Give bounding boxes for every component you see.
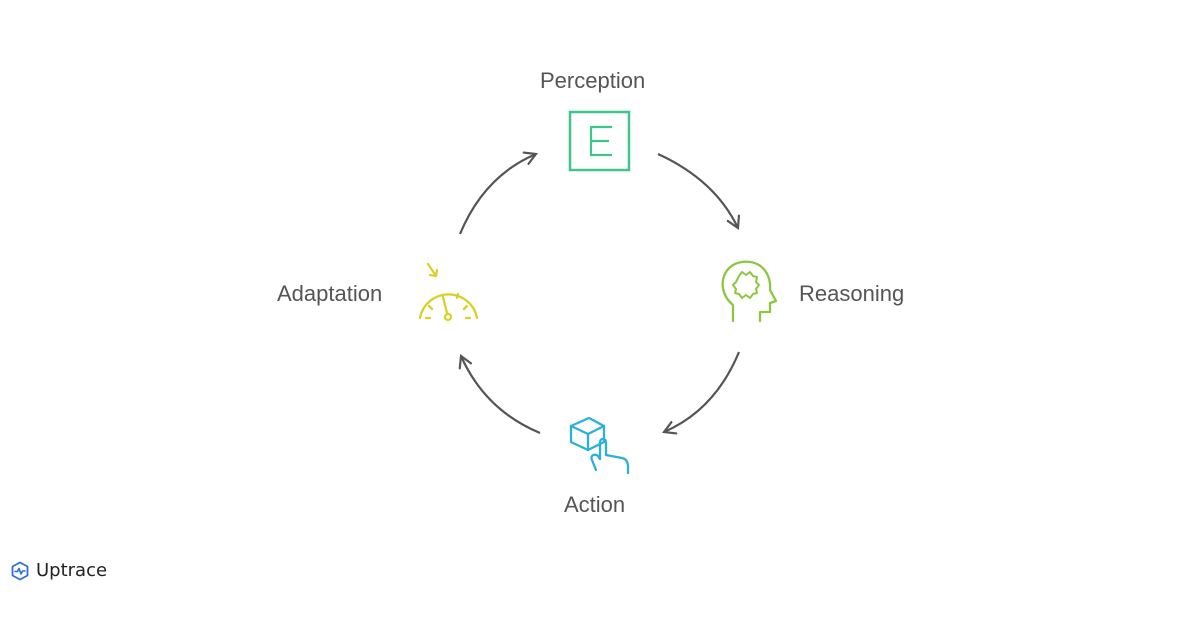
node-label-adaptation: Adaptation <box>277 281 383 306</box>
arrow-perception-to-reasoning <box>657 152 740 230</box>
arrow-adaptation-to-perception <box>458 151 539 235</box>
brand-logo: Uptrace <box>10 560 107 581</box>
node-label-perception: Perception <box>540 68 646 93</box>
letter-e-box-icon <box>568 110 631 172</box>
uptrace-logo-icon <box>11 561 29 580</box>
cube-hand-icon <box>569 416 630 475</box>
brand-name: Uptrace <box>36 560 108 581</box>
head-gear-icon <box>721 260 778 323</box>
arrow-action-to-adaptation <box>458 354 541 435</box>
arrow-reasoning-to-action <box>662 351 741 435</box>
node-label-reasoning: Reasoning <box>799 281 905 306</box>
node-label-action: Action <box>564 492 626 517</box>
gauge-icon <box>418 262 479 322</box>
